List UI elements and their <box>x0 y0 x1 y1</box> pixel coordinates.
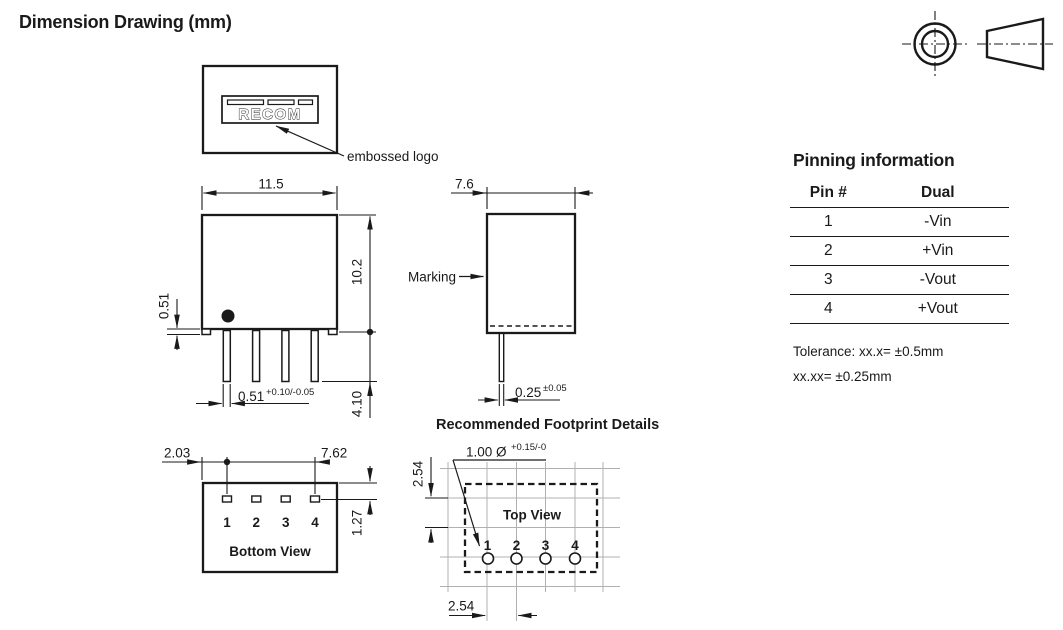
front-height-dim-label: 10.2 <box>350 259 365 285</box>
bottom-pin-label-4: 4 <box>311 515 319 530</box>
recom-logo: RECOM <box>221 95 319 124</box>
standoff-dim-label: 0.51 <box>157 293 172 319</box>
pin-function-cell: +Vout <box>866 294 1009 324</box>
pin-number-cell: 3 <box>790 265 867 295</box>
pin-number-cell: 2 <box>790 236 867 266</box>
edge-to-pin-row-dim-label: 1.27 <box>350 510 365 536</box>
pin-width-dim-label: 0.51 <box>238 389 264 404</box>
footprint-grid <box>440 462 620 621</box>
page-title: Dimension Drawing (mm) <box>19 12 232 32</box>
logo-text: RECOM <box>238 106 301 123</box>
footprint-pin-label-3: 3 <box>542 538 550 553</box>
tolerance-note-1: Tolerance: xx.x= ±0.5mm <box>793 344 944 359</box>
embossed-logo-callout: embossed logo <box>347 149 439 164</box>
bottom-view-label: Bottom View <box>229 544 311 559</box>
pin-function-cell: -Vin <box>866 207 1009 237</box>
footprint-pin-label-4: 4 <box>571 538 579 553</box>
marking-label: Marking <box>408 270 456 285</box>
table-row: 1 -Vin <box>790 207 1009 237</box>
table-row: 4 +Vout <box>790 294 1009 324</box>
pin-width-tolerance-label: +0.10/-0.05 <box>266 387 314 398</box>
front-view-dimensions: 11.5 10.2 4.10 0.51 0.51 +0.10/-0.05 <box>157 177 377 418</box>
pitch-vertical-dim-label: 2.54 <box>411 460 426 487</box>
bottom-pin-label-1: 1 <box>223 515 231 530</box>
pinning-table: Pin # Dual 1 -Vin 2 +Vin 3 -Vout 4 +Vout <box>790 179 1009 324</box>
footprint-pad-3 <box>539 552 552 565</box>
pin-number-cell: 4 <box>790 294 867 324</box>
hole-diameter-tolerance-label: +0.15/-0 <box>511 442 546 453</box>
pin-function-cell: -Vout <box>866 265 1009 295</box>
bottom-pin-label-3: 3 <box>282 515 290 530</box>
pin-thickness-tolerance-label: ±0.05 <box>543 383 567 394</box>
top-view-label: Top View <box>503 508 562 523</box>
pin-number-cell: 1 <box>790 207 867 237</box>
dual-column-header: Dual <box>866 179 1009 208</box>
edge-to-pin1-dim-label: 2.03 <box>164 446 190 461</box>
tolerance-note-2: xx.xx= ±0.25mm <box>793 369 892 384</box>
side-width-dim-label: 7.6 <box>455 177 474 192</box>
footprint-pin-label-2: 2 <box>513 538 521 553</box>
pin1-marker-dot <box>221 309 235 323</box>
pinning-heading: Pinning information <box>793 150 955 170</box>
hole-diameter-dim-label: 1.00 Ø <box>466 445 507 460</box>
pin1-to-pin4-dim-label: 7.62 <box>321 446 347 461</box>
bottom-view-dimensions: 2.03 7.62 1.27 <box>162 446 377 536</box>
logo-top-view: RECOM embossed logo <box>201 64 439 164</box>
table-row: 2 +Vin <box>790 236 1009 266</box>
footprint-pin-label-1: 1 <box>484 538 492 553</box>
footprint-dimensions: 1.00 Ø +0.15/-0 2.54 2.54 <box>411 442 546 619</box>
pin-thickness-dim-label: 0.25 <box>515 385 541 400</box>
side-view-dimensions: 7.6 Marking 0.25 ±0.05 <box>408 177 593 406</box>
front-view <box>200 213 339 383</box>
pinning-header-row: Pin # Dual <box>790 179 1009 208</box>
front-width-dim-label: 11.5 <box>258 177 283 192</box>
pin-function-cell: +Vin <box>866 236 1009 266</box>
footprint-view: Top View 1 2 3 4 <box>440 462 620 621</box>
bottom-view: 1 2 3 4 Bottom View <box>201 481 339 574</box>
bottom-pin-label-2: 2 <box>253 515 261 530</box>
pin-number-column-header: Pin # <box>790 179 867 208</box>
first-angle-projection-icon <box>902 11 1053 77</box>
pitch-horizontal-dim-label: 2.54 <box>448 599 475 614</box>
footprint-heading: Recommended Footprint Details <box>436 417 660 433</box>
footprint-pad-2 <box>510 552 523 565</box>
footprint-pad-4 <box>568 552 582 565</box>
pinning-panel: Pinning information Pin # Dual 1 -Vin 2 … <box>790 150 1009 384</box>
pin-length-dim-label: 4.10 <box>350 391 365 417</box>
footprint-pad-1 <box>481 552 495 565</box>
table-row: 3 -Vout <box>790 265 1009 295</box>
side-view <box>485 212 577 383</box>
